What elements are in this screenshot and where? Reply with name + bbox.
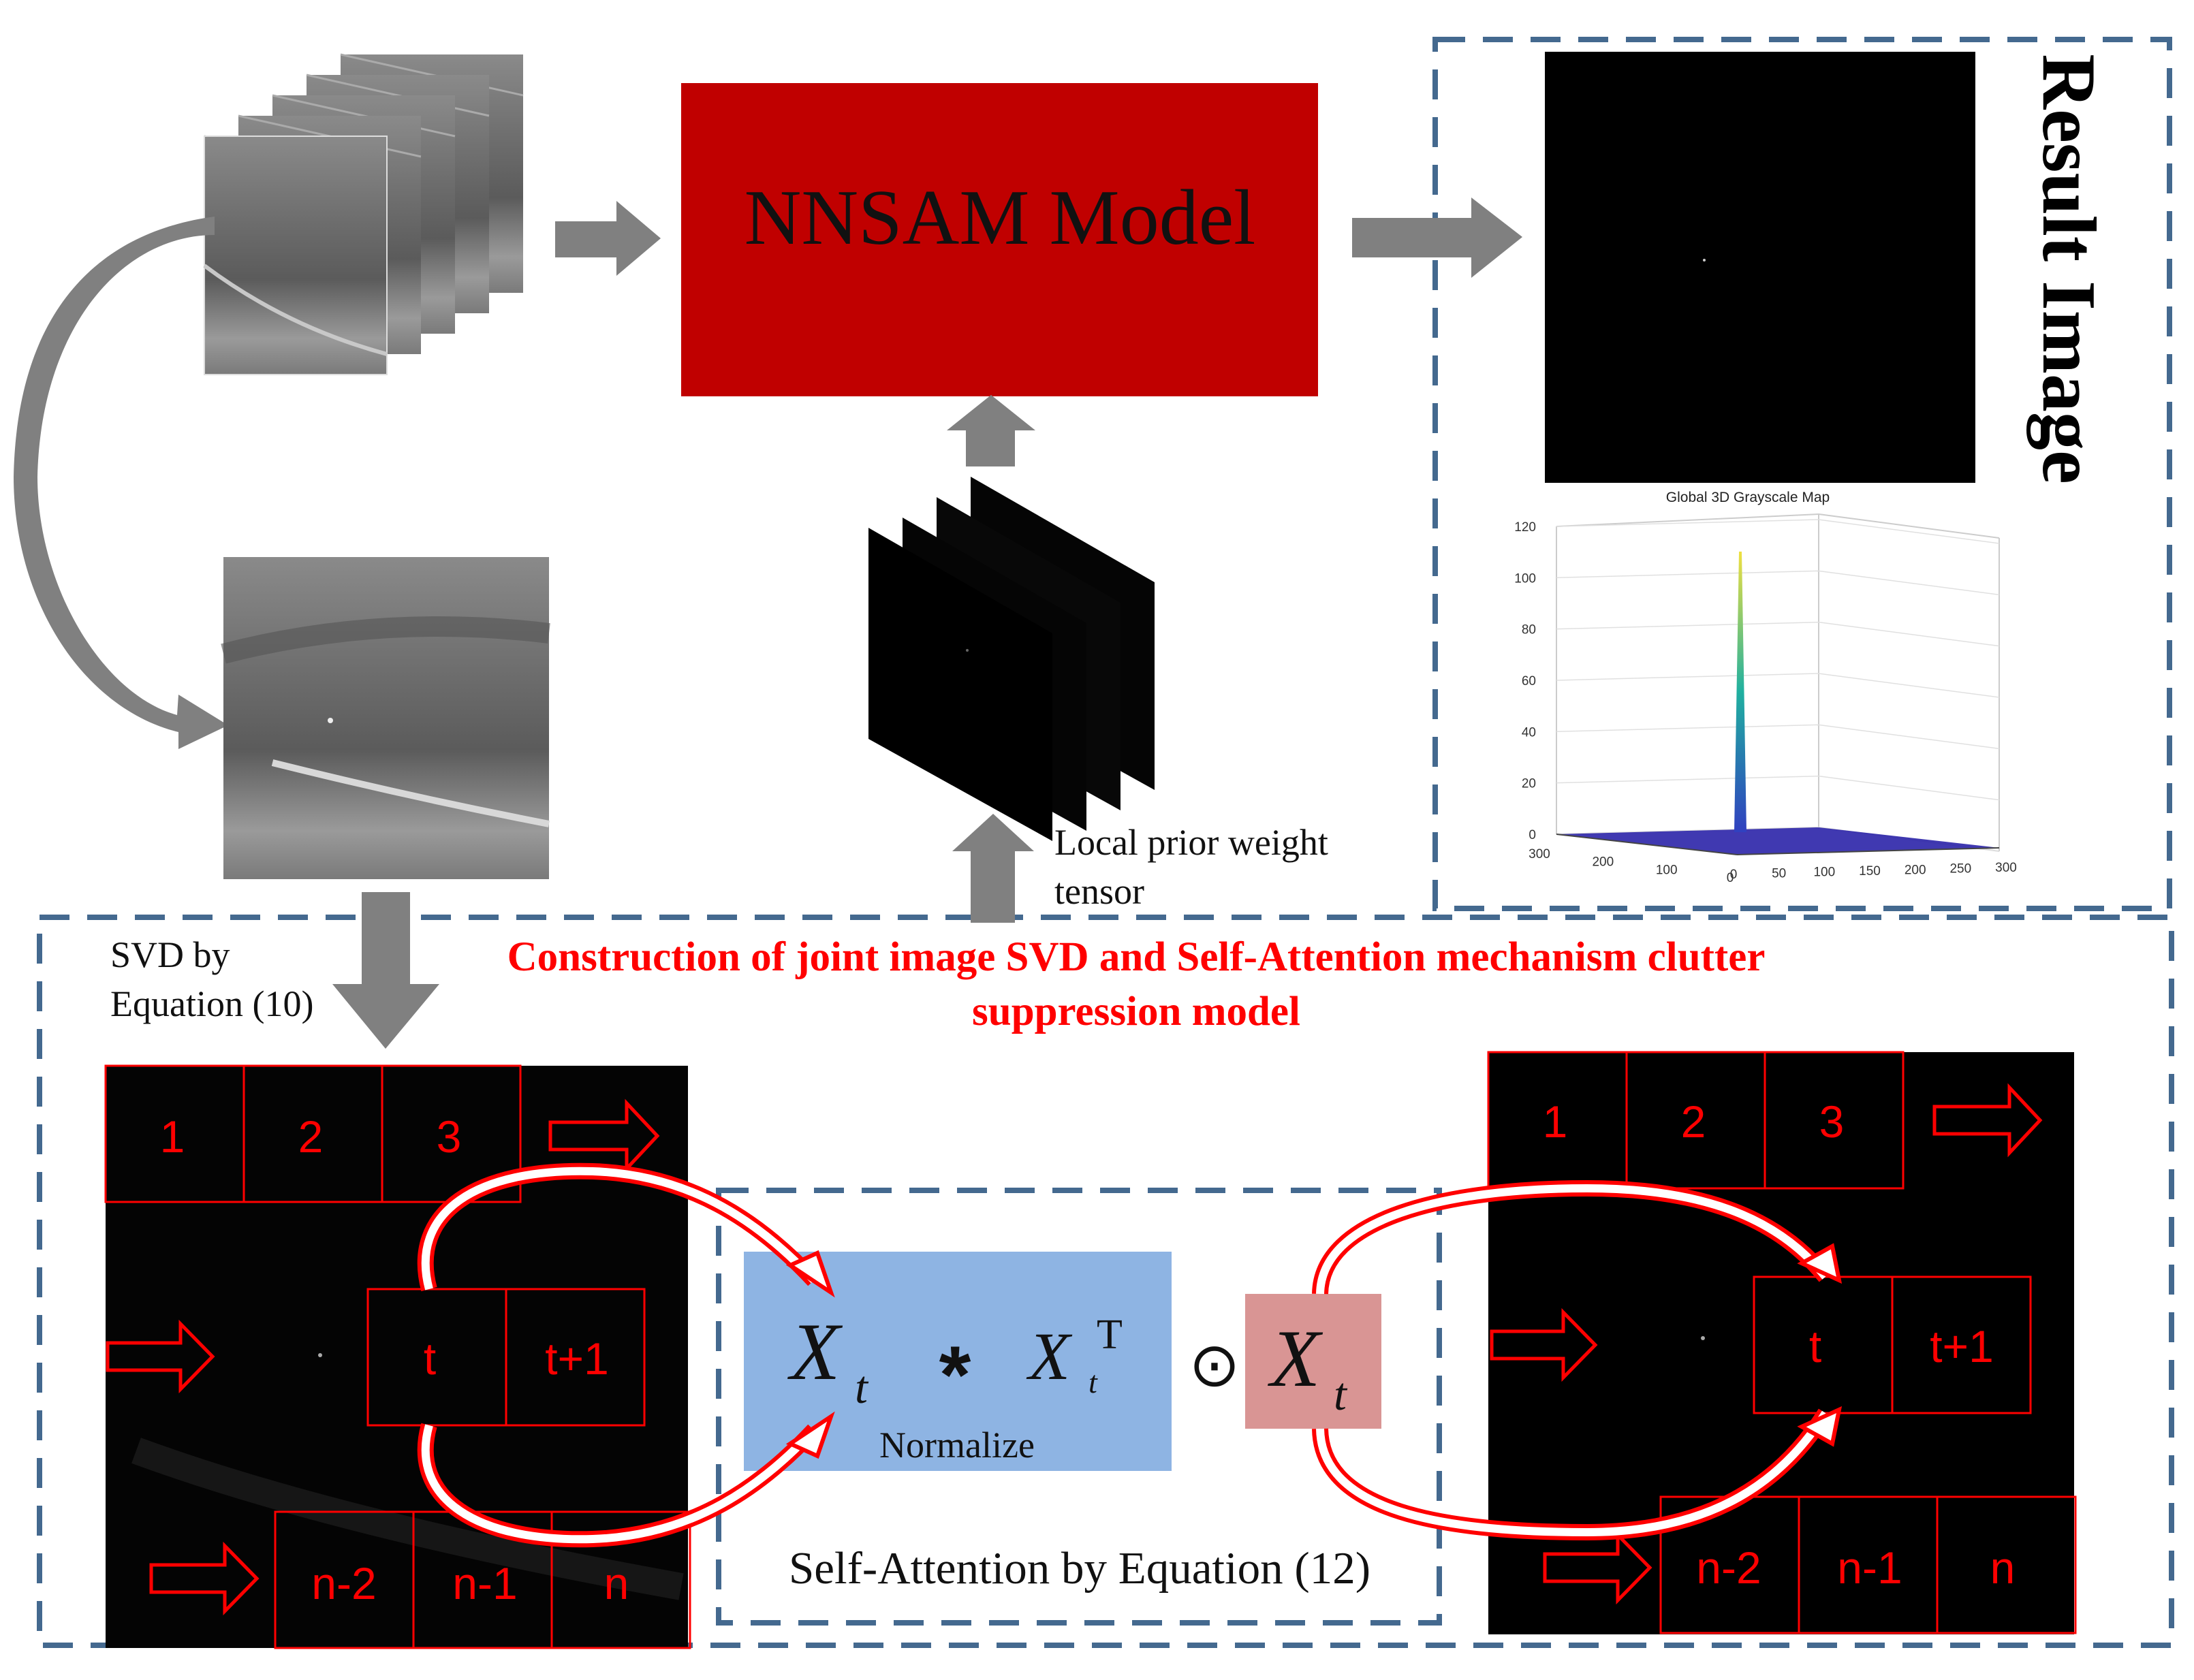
z-tick-label: 100 [1514, 571, 1536, 586]
z-tick-label: 0 [1529, 828, 1536, 842]
x-tick-label: 100 [1813, 866, 1835, 880]
z-grid-right [1818, 519, 2000, 544]
result-image-label: Result Image [2026, 54, 2111, 484]
right-hollow-arrow-mid [1490, 1307, 1598, 1382]
formula-xt-2-sup: T [1097, 1312, 1123, 1358]
construction-title-1: Construction of joint image SVD and Self… [507, 934, 1766, 980]
nnsam-model-label: NNSAM Model [745, 174, 1256, 261]
z-tick-label: 40 [1522, 725, 1536, 740]
construction-title-2: suppression model [972, 989, 1300, 1034]
formula-xt-3-sub: t [1334, 1368, 1348, 1420]
z-grid-left [1556, 570, 1819, 579]
svd-label-1: SVD by [110, 934, 230, 975]
arrow-tensor-to-model [947, 395, 1035, 466]
left-hollow-arrow-top [548, 1098, 660, 1173]
left-cell-n2-label: n-2 [311, 1558, 376, 1608]
formula-xt-1: X [787, 1306, 843, 1397]
result-region [1432, 37, 2172, 911]
left-cell-1-label: 1 [160, 1111, 185, 1162]
z-grid-right [1818, 673, 2000, 698]
normalize-label: Normalize [879, 1425, 1035, 1465]
grayscale-3d-plot: Global 3D Grayscale Map 020406080100120 … [1514, 490, 2017, 885]
x-tick-label: 0 [1730, 868, 1738, 882]
right-cell-3-label: 3 [1819, 1096, 1845, 1147]
z-grid-right [1818, 621, 2000, 647]
right-hollow-arrow-top [1932, 1083, 2043, 1158]
left-grid-image: 1 2 3 t t+1 n-2 n-1 n [104, 1064, 691, 1649]
weight-tensor-stack [868, 477, 1155, 841]
z-grid-left [1556, 621, 1819, 630]
y-tick-label: 200 [1592, 855, 1614, 870]
left-cell-3-label: 3 [437, 1111, 462, 1162]
z-tick-label: 20 [1522, 777, 1536, 791]
input-frame-stack [203, 53, 524, 375]
y-tick-label: 300 [1529, 847, 1550, 861]
x-tick-label: 50 [1772, 866, 1786, 881]
construction-region [37, 915, 2174, 1648]
z-grid-right [1818, 570, 2000, 596]
right-grid-image: 1 2 3 t t+1 n-2 n-1 n [1487, 1051, 2077, 1634]
left-cell-n-label: n [604, 1558, 629, 1608]
right-cell-n1-label: n-1 [1837, 1542, 1902, 1593]
formula-xt-1-sub: t [855, 1361, 869, 1413]
z-tick-label: 60 [1522, 674, 1536, 688]
right-cell-2-label: 2 [1681, 1096, 1706, 1147]
z-grid-left [1556, 519, 1819, 527]
z-tick-label: 80 [1522, 623, 1536, 637]
z-grid-left [1556, 724, 1819, 733]
right-cell-n2-label: n-2 [1696, 1542, 1761, 1593]
right-cell-3 [1764, 1051, 1905, 1190]
arrow-to-model [555, 201, 661, 276]
red-curved-arrows [417, 1162, 1843, 1548]
left-cell-t1 [505, 1288, 646, 1427]
right-cell-t1 [1891, 1275, 2032, 1414]
left-cell-2-label: 2 [298, 1111, 324, 1162]
left-cell-t1-label: t+1 [545, 1333, 609, 1384]
value-box [1245, 1294, 1381, 1429]
z-grid-left [1556, 673, 1819, 681]
z-grid-left [1556, 775, 1819, 784]
formula-odot: ⊙ [1189, 1331, 1240, 1399]
right-cell-n-label: n [1990, 1542, 2016, 1593]
attention-region [716, 1188, 1442, 1626]
z-grid-right [1818, 724, 2000, 750]
arrow-construction-to-tensor [952, 814, 1034, 923]
left-cell-n [550, 1510, 691, 1649]
weight-tensor-label-1: Local prior weight [1054, 822, 1328, 863]
single-frame [221, 557, 550, 879]
x-tick-label: 250 [1949, 862, 1971, 876]
formula-xt-3: X [1268, 1313, 1323, 1404]
right-cell-1-label: 1 [1543, 1096, 1568, 1147]
z-grid-right [1818, 775, 2000, 801]
self-attention-label: Self-Attention by Equation (12) [789, 1543, 1370, 1594]
svd-label-2: Equation (10) [110, 983, 313, 1024]
x-tick-label: 300 [1995, 861, 2017, 875]
y-tick-label: 0 [1727, 871, 1734, 885]
x-tick-label: 200 [1905, 863, 1926, 877]
arrow-to-result [1352, 197, 1522, 278]
x-tick-label: 150 [1859, 864, 1881, 878]
curved-arrow [14, 217, 228, 749]
left-hollow-arrow-mid [106, 1319, 215, 1394]
y-tick-label: 100 [1656, 863, 1678, 877]
result-image [1545, 52, 1975, 483]
right-hollow-arrow-bottom [1543, 1530, 1652, 1605]
right-cell-t-label: t [1809, 1321, 1821, 1372]
svd-arrow [332, 892, 439, 1049]
left-cell-t-label: t [424, 1333, 436, 1384]
formula-star: * [939, 1329, 971, 1421]
formula-xt-2-sub: t [1088, 1365, 1098, 1399]
left-cell-n1-label: n-1 [452, 1558, 517, 1608]
formula-xt-2: X [1026, 1318, 1073, 1394]
weight-tensor-label-2: tensor [1054, 871, 1144, 912]
right-cell-t1-label: t+1 [1930, 1321, 1994, 1372]
left-hollow-arrow-bottom [149, 1541, 260, 1616]
right-cell-n [1936, 1495, 2077, 1634]
z-tick-label: 120 [1514, 520, 1536, 535]
plot-title: Global 3D Grayscale Map [1666, 490, 1830, 505]
nnsam-model-box [681, 83, 1318, 396]
